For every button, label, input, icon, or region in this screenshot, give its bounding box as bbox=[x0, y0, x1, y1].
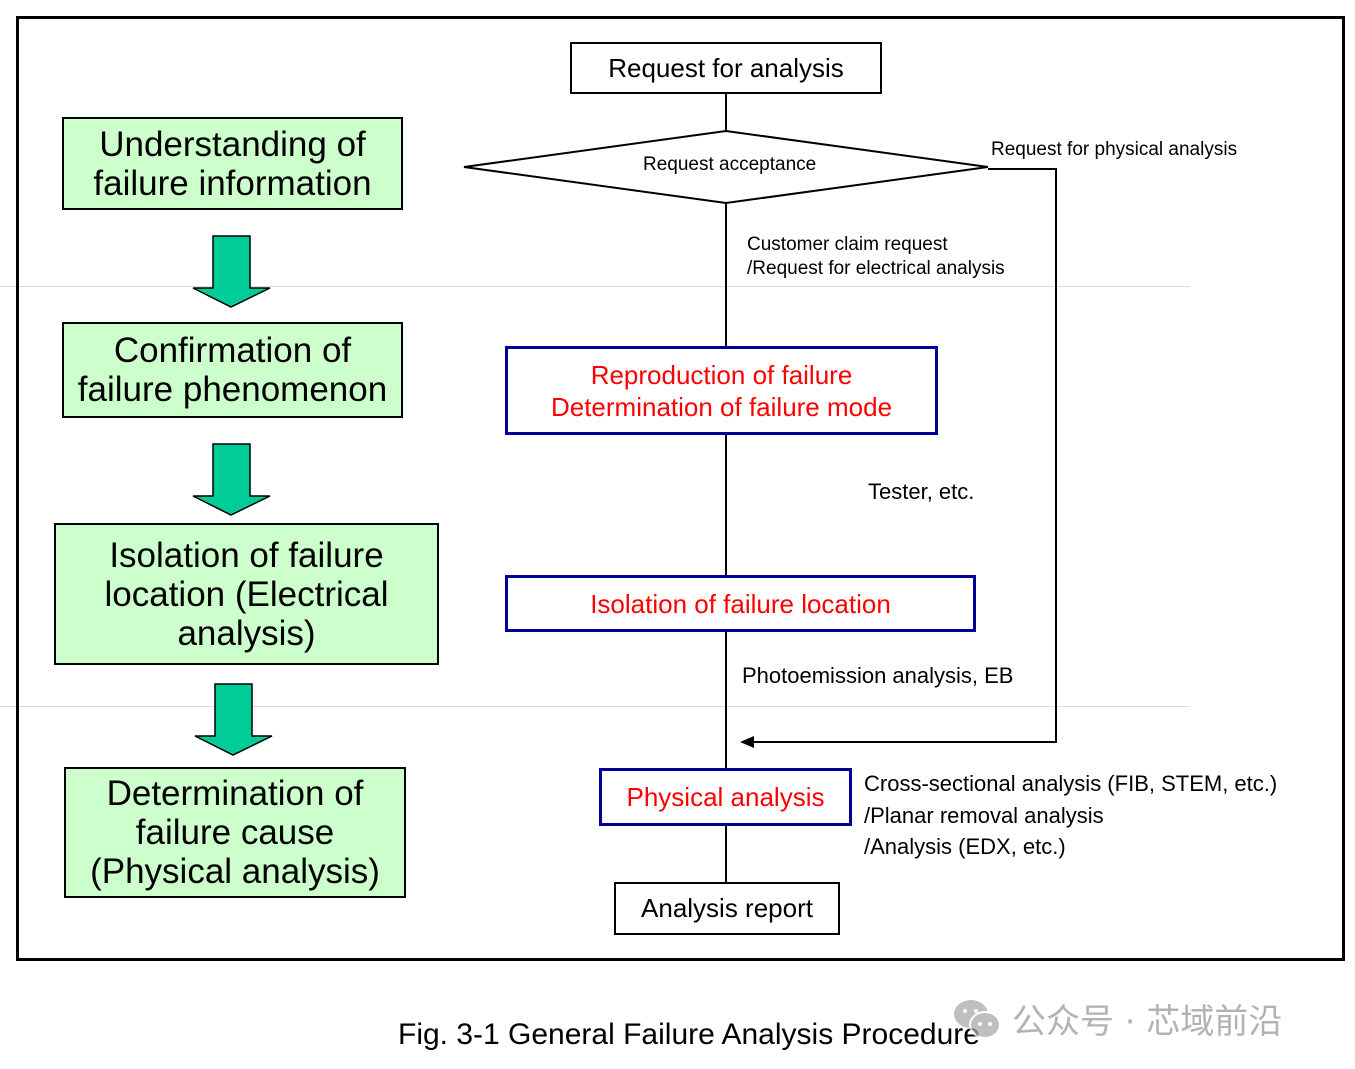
reproduction-box: Reproduction of failure Determination of… bbox=[505, 346, 938, 435]
end-box: Analysis report bbox=[614, 882, 840, 935]
figure-caption: Fig. 3-1 General Failure Analysis Proced… bbox=[398, 1018, 980, 1051]
arrowhead-icon bbox=[740, 736, 754, 748]
physical-analysis-box: Physical analysis bbox=[599, 768, 852, 826]
step-isolation: Isolation of failure location (Electrica… bbox=[54, 523, 439, 665]
branch-down-label: Customer claim request /Request for elec… bbox=[747, 234, 1005, 279]
physical-analysis-note: Cross-sectional analysis (FIB, STEM, etc… bbox=[864, 771, 1278, 859]
branch-right-label: Request for physical analysis bbox=[991, 139, 1238, 160]
tester-note: Tester, etc. bbox=[868, 479, 975, 504]
down-arrow-icon bbox=[192, 443, 271, 516]
decision-label: Request acceptance bbox=[643, 154, 817, 175]
start-box: Request for analysis bbox=[570, 42, 882, 94]
divider-line bbox=[0, 706, 1190, 707]
watermark: 公众号 · 芯域前沿 bbox=[952, 994, 1282, 1043]
down-arrow-icon bbox=[192, 235, 271, 308]
step-understanding: Understanding of failure information bbox=[62, 117, 403, 210]
isolation-box: Isolation of failure location bbox=[505, 575, 976, 632]
physical-branch-line bbox=[752, 168, 1057, 743]
watermark-text: 公众号 · 芯域前沿 bbox=[1012, 1002, 1283, 1042]
wechat-icon bbox=[954, 999, 1001, 1039]
step-confirmation: Confirmation of failure phenomenon bbox=[62, 322, 403, 418]
photoemission-note: Photoemission analysis, EB bbox=[742, 663, 1014, 688]
decision-diamond bbox=[463, 129, 989, 205]
diagram-frame bbox=[16, 16, 1345, 961]
step-determination: Determination of failure cause (Physical… bbox=[64, 767, 406, 898]
divider-line bbox=[0, 286, 1190, 287]
down-arrow-icon bbox=[194, 683, 273, 756]
